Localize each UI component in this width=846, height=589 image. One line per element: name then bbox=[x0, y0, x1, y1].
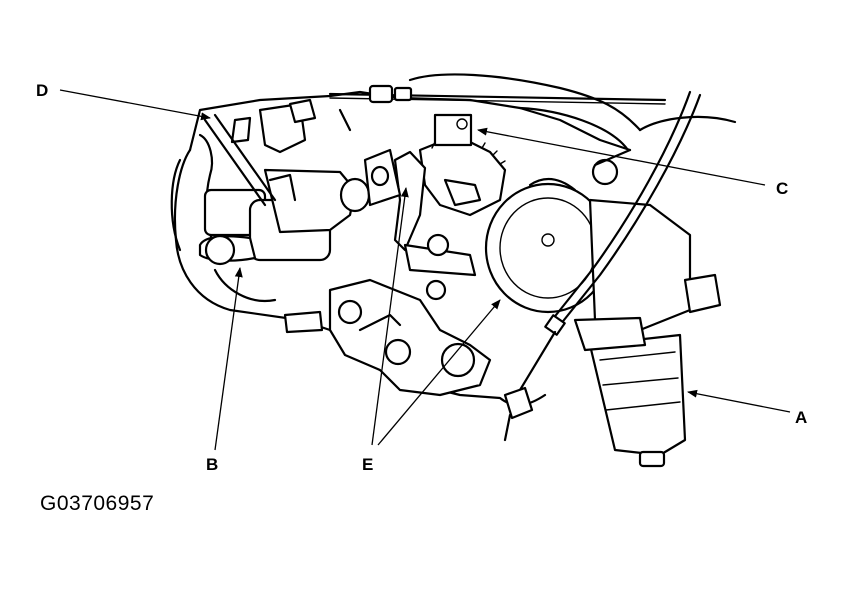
leader-e1 bbox=[371, 187, 409, 446]
cable-c bbox=[503, 90, 702, 442]
actuator-motor-a bbox=[573, 198, 722, 468]
leader-c bbox=[477, 127, 766, 186]
sector-gear bbox=[363, 134, 507, 277]
base-plate bbox=[283, 278, 492, 397]
leader-a bbox=[687, 389, 791, 413]
callout-label-e: E bbox=[362, 455, 373, 474]
left-lock-mechanism bbox=[198, 98, 371, 303]
leader-b bbox=[214, 267, 243, 451]
callout-leaders bbox=[59, 89, 791, 451]
upper-connectors bbox=[338, 84, 413, 132]
leader-e2 bbox=[377, 299, 501, 446]
motor-gear-housing bbox=[484, 177, 612, 314]
leader-d bbox=[59, 89, 211, 121]
callout-labels: D B C A E bbox=[36, 81, 807, 474]
figure-id: G03706957 bbox=[40, 492, 155, 515]
callout-label-c: C bbox=[776, 179, 788, 198]
callout-label-a: A bbox=[795, 408, 807, 427]
callout-label-d: D bbox=[36, 81, 48, 100]
callout-label-b: B bbox=[206, 455, 218, 474]
rod-d bbox=[203, 113, 277, 207]
bracket-c bbox=[433, 113, 473, 147]
